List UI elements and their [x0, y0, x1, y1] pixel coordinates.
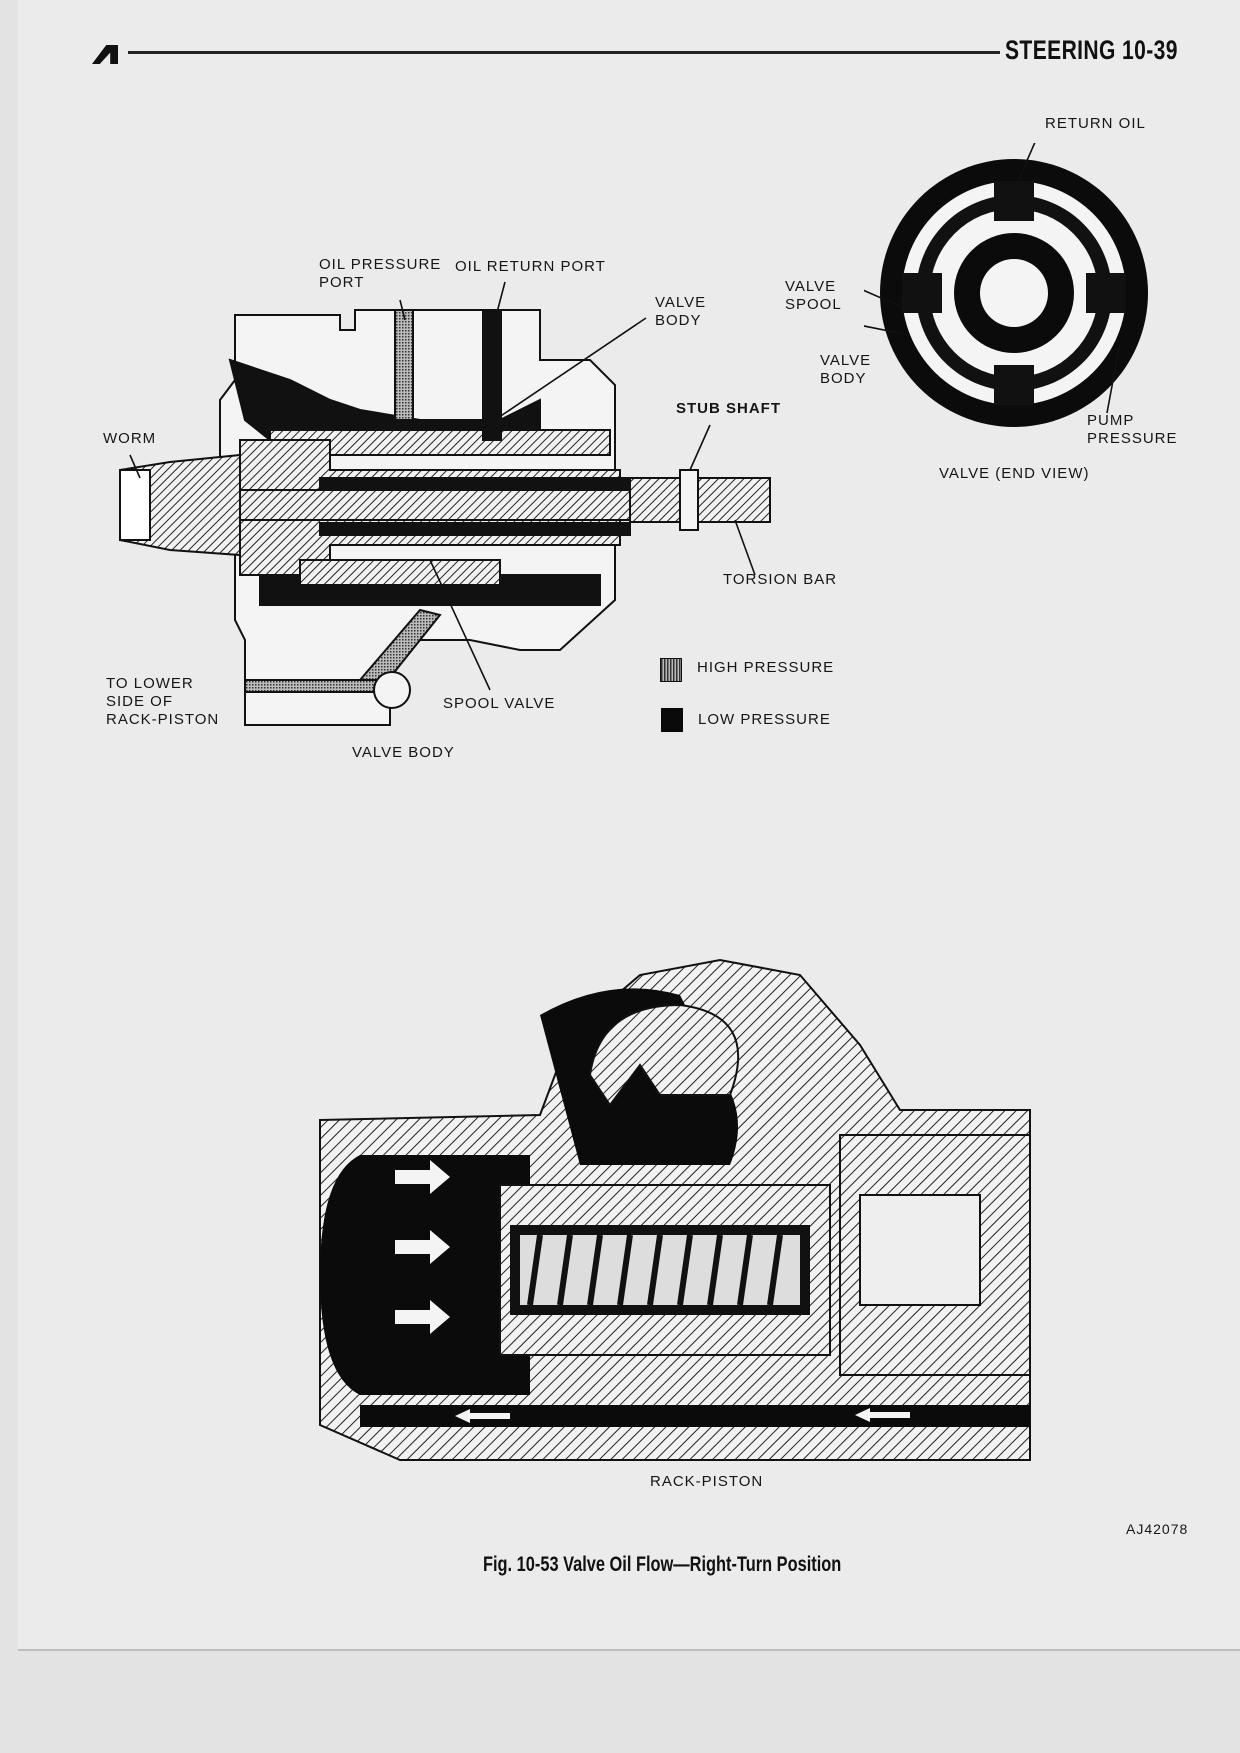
page-header: STEERING 10-39 — [1005, 35, 1178, 65]
label-valve-body-bottom: VALVE BODY — [352, 744, 455, 761]
valve-end-view-diagram — [864, 143, 1148, 427]
label-end-valve-body: VALVE BODY — [820, 352, 872, 387]
label-oil-return-port: OIL RETURN PORT — [455, 258, 606, 275]
label-valve-spool: VALVE SPOOL — [785, 278, 842, 313]
label-return-oil: RETURN OIL — [1045, 115, 1146, 132]
legend-label-high-pressure: HIGH PRESSURE — [697, 659, 835, 676]
legend-swatch-high-pressure — [660, 658, 682, 682]
label-worm: WORM — [103, 430, 157, 447]
label-spool-valve: SPOOL VALVE — [443, 695, 556, 712]
rack-piston-diagram — [319, 958, 1031, 1461]
label-rack-piston: RACK-PISTON — [650, 1473, 764, 1490]
label-end-view-title: VALVE (END VIEW) — [939, 465, 1090, 482]
label-oil-pressure-port: OIL PRESSURE PORT — [319, 256, 442, 291]
legend-label-low-pressure: LOW PRESSURE — [698, 711, 831, 728]
label-pump-pressure: PUMP PRESSURE — [1087, 412, 1178, 447]
figure-caption: Fig. 10-53 Valve Oil Flow—Right-Turn Pos… — [483, 1553, 842, 1576]
label-torsion-bar: TORSION BAR — [723, 571, 838, 588]
label-to-lower-side: TO LOWER SIDE OF RACK-PISTON — [106, 675, 220, 728]
legend-swatch-low-pressure — [661, 708, 683, 732]
figure-code: AJ42078 — [1126, 1521, 1189, 1537]
label-stub-shaft: STUB SHAFT — [676, 400, 781, 417]
header-rule — [128, 51, 1000, 54]
label-valve-body-top: VALVE BODY — [655, 294, 707, 329]
valve-cross-section-diagram — [119, 281, 771, 726]
